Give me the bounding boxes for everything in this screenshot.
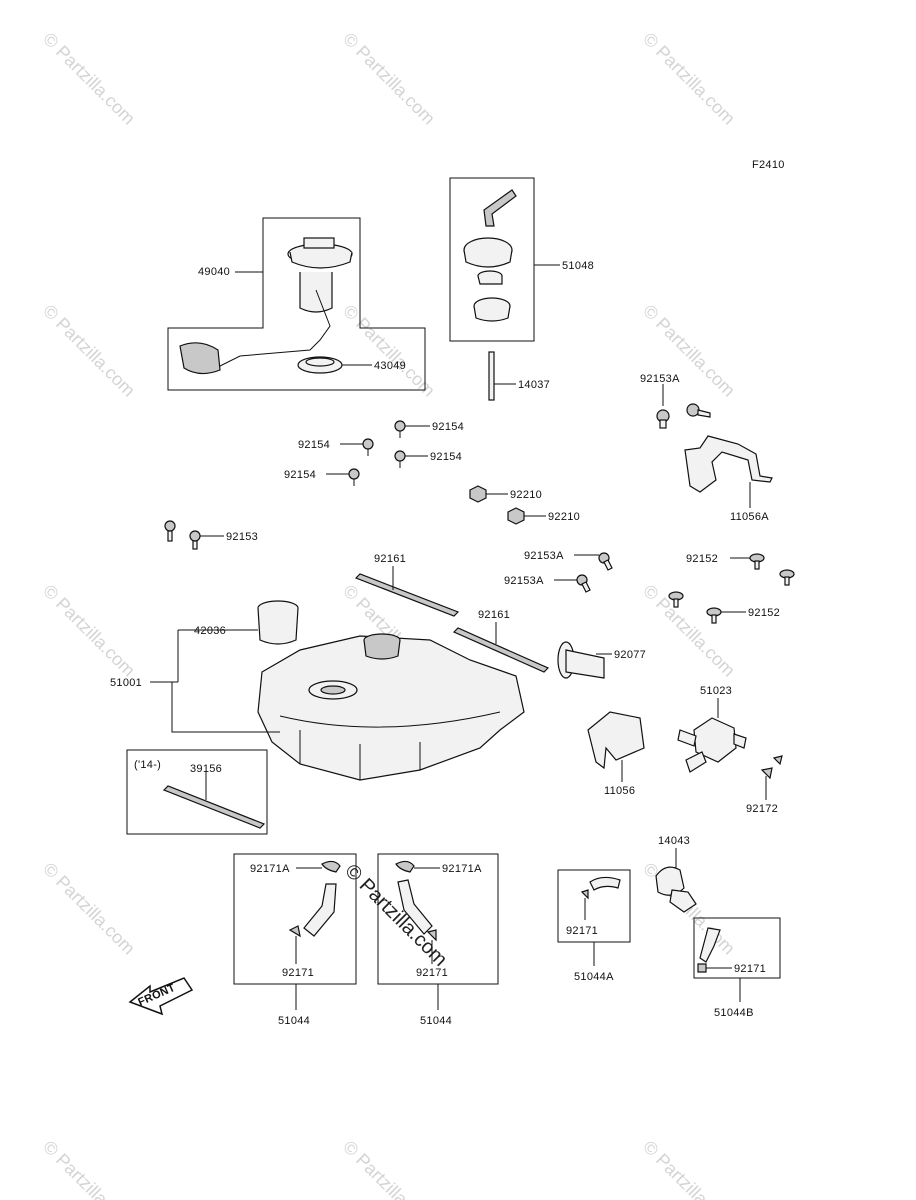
callout-43049: 43049 (374, 360, 406, 372)
fuel-cap-box (449, 177, 535, 342)
callout-92210-1: 92210 (510, 489, 542, 501)
callout-92153: 92153 (226, 531, 258, 543)
callout-11056: 11056 (604, 785, 635, 797)
callout-92210-2: 92210 (548, 511, 580, 523)
hose-kit-51044-left[interactable] (233, 853, 357, 1010)
callout-92152-2: 92152 (748, 607, 780, 619)
watermark: © Partzilla.com (339, 29, 439, 129)
callout-92153A-2: 92153A (524, 550, 564, 562)
callout-92153A-1: 92153A (640, 373, 680, 385)
figure-code: F2410 (752, 159, 785, 171)
screws-92154[interactable] (326, 420, 430, 486)
fuel-cap-kit[interactable] (449, 177, 560, 342)
watermark: © Partzilla.com (339, 1137, 439, 1200)
callout-42036: 42036 (194, 625, 226, 637)
watermark: © Partzilla.com (639, 301, 739, 401)
watermark: © Partzilla.com (639, 29, 739, 129)
callout-92152-1: 92152 (686, 553, 718, 565)
callout-51044B: 51044B (714, 1007, 754, 1019)
callout-92154-3: 92154 (430, 451, 462, 463)
bracket-11056[interactable] (587, 711, 645, 782)
rod-14037[interactable] (488, 351, 516, 401)
watermark: © Partzilla.com (39, 29, 139, 129)
clips-92172[interactable] (760, 755, 783, 800)
screws-92152[interactable] (668, 553, 795, 624)
bolts-92153A[interactable] (554, 552, 613, 593)
watermark: © Partzilla.com (639, 581, 739, 681)
watermark: © Partzilla.com (39, 581, 139, 681)
watermark: © Partzilla.com (339, 301, 439, 401)
callout-92153A-3: 92153A (504, 575, 544, 587)
callout-92171-1: 92171 (282, 967, 314, 979)
pad-39156-box[interactable] (126, 749, 268, 835)
year-note: ('14-) (134, 759, 161, 771)
callout-51044-1: 51044 (278, 1015, 310, 1027)
callout-51048: 51048 (562, 260, 594, 272)
callout-92154-4: 92154 (284, 469, 316, 481)
fuel-pump-assembly[interactable] (167, 217, 426, 391)
callout-92171-3: 92171 (566, 925, 598, 937)
front-arrow-icon: FRONT (128, 977, 194, 1016)
callout-92161-1: 92161 (374, 553, 406, 565)
hose-kit-51044A[interactable] (557, 869, 631, 966)
watermark-center: © Partzilla.com (340, 860, 451, 971)
bolts-92153[interactable] (164, 520, 224, 550)
callout-92154-1: 92154 (432, 421, 464, 433)
callout-51001: 51001 (110, 677, 142, 689)
fuel-tank-51001[interactable] (150, 600, 525, 781)
callout-14043: 14043 (658, 835, 690, 847)
callout-92171A-1: 92171A (250, 863, 290, 875)
callout-92172: 92172 (746, 803, 778, 815)
valve-51023[interactable] (677, 698, 747, 773)
fitting-92077[interactable] (557, 641, 612, 679)
pads-92161[interactable] (354, 566, 550, 673)
watermarks: © Partzilla.com © Partzilla.com © Partzi… (39, 29, 739, 1200)
watermark: © Partzilla.com (39, 859, 139, 959)
callout-92171A-2: 92171A (442, 863, 482, 875)
hose-kit-51044-right[interactable] (377, 853, 499, 1010)
callout-92171-2: 92171 (416, 967, 448, 979)
watermark: © Partzilla.com (39, 1137, 139, 1200)
watermark: © Partzilla.com (39, 301, 139, 401)
callout-51023: 51023 (700, 685, 732, 697)
callout-11056A: 11056A (730, 511, 769, 523)
nuts-92210[interactable] (469, 485, 546, 525)
callout-92161-2: 92161 (478, 609, 510, 621)
callout-92154-2: 92154 (298, 439, 330, 451)
callout-14037: 14037 (518, 379, 550, 391)
callout-92171-4: 92171 (734, 963, 766, 975)
watermark: © Partzilla.com (639, 1137, 739, 1200)
callout-51044A: 51044A (574, 971, 614, 983)
bracket-11056A-group[interactable] (656, 384, 773, 508)
callout-49040: 49040 (198, 266, 230, 278)
callout-39156: 39156 (190, 763, 222, 775)
filter-14043[interactable] (655, 848, 697, 913)
callout-92077: 92077 (614, 649, 646, 661)
hose-kit-51044B[interactable] (693, 917, 781, 1002)
fuel-pump-box (167, 217, 426, 391)
callout-51044-2: 51044 (420, 1015, 452, 1027)
